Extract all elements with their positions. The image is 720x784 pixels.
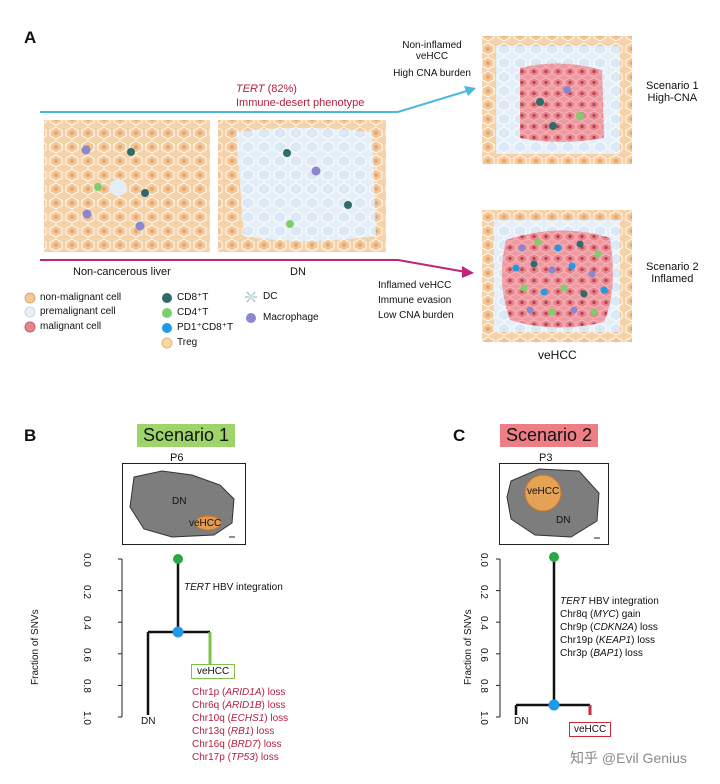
ytick-b-0: 0.0 (81, 553, 92, 567)
cd4-cell (576, 112, 584, 120)
scenario2-badge: Scenario 2 (500, 424, 599, 447)
tert-label: TERT (82%) (236, 83, 297, 95)
event-c-0: Chr8q (MYC) gain (560, 609, 641, 620)
leaf-c-vehcc: veHCC (569, 722, 612, 737)
p6-inset (122, 463, 246, 545)
cd8-cell (536, 98, 544, 106)
arrow-to-scenario2 (40, 259, 467, 273)
macrophage-cell (82, 209, 92, 219)
inset-p6-dn: DN (172, 496, 187, 507)
cd4-cell (286, 220, 294, 228)
ytick-b-5: 1.0 (81, 711, 92, 725)
legend-icons (24, 291, 257, 349)
scenario2-tumor (501, 230, 613, 328)
event-c-2: Chr19p (KEAP1) loss (560, 635, 656, 646)
ytick-c-4: 0.8 (478, 679, 489, 693)
ylabel-b: Fraction of SNVs (30, 609, 41, 685)
losses-b: Chr1p (ARID1A) loss Chr6q (ARID1B) loss … (192, 686, 288, 764)
inflamed-label: Inflamed veHCC Immune evasion Low CNA bu… (378, 280, 454, 321)
ytick-b-4: 0.8 (81, 679, 92, 693)
legend-nonmalignant: non-malignant cell (40, 292, 122, 303)
cd8-cell (549, 122, 557, 130)
cd8-cell (283, 149, 291, 157)
tree-c (496, 552, 592, 718)
label-noncancerous-liver: Non-cancerous liver (73, 266, 171, 278)
panel-a-letter: A (24, 28, 37, 47)
scenario1-badge: Scenario 1 (137, 424, 236, 447)
ytick-c-0: 0.0 (478, 553, 489, 567)
scenario1-label: Scenario 1 High-CNA (646, 80, 699, 104)
events-c: TERT HBV integration Chr8q (MYC) gain Ch… (560, 595, 659, 660)
ytick-c-5: 1.0 (478, 711, 489, 725)
ytick-c-2: 0.4 (478, 616, 489, 630)
event-c-1: Chr9p (CDKN2A) loss (560, 622, 658, 633)
panel-a-illustration (24, 36, 632, 349)
leaf-c-dn: DN (514, 716, 529, 727)
arrow-head-pink (462, 266, 474, 278)
ytick-b-3: 0.6 (81, 648, 92, 662)
event-c-tert: TERT HBV integration (560, 596, 659, 607)
leaf-b-vehcc: veHCC (191, 664, 236, 679)
loss-b-4: Chr16q (BRD7) loss (192, 739, 282, 750)
immune-desert-label: Immune-desert phenotype (236, 97, 365, 109)
ytick-c-1: 0.2 (478, 585, 489, 599)
loss-b-2: Chr10q (ECHS1) loss (192, 713, 289, 724)
dn-premalignant-region (236, 128, 376, 241)
arrow-head-blue (464, 86, 476, 96)
loss-b-5: Chr17p (TP53) loss (192, 752, 279, 763)
cd8-cell (141, 189, 149, 197)
loss-b-3: Chr13q (RB1) loss (192, 726, 275, 737)
cd4-cell (94, 183, 102, 191)
cd8-cell (127, 148, 135, 156)
inset-p3-vehcc: veHCC (527, 486, 560, 497)
inset-p6-vehcc: veHCC (189, 518, 222, 529)
ytick-b-1: 0.2 (81, 585, 92, 599)
legend-macrophage: Macrophage (263, 312, 319, 323)
panel-b-letter: B (24, 426, 37, 445)
arrow-to-scenario1 (40, 89, 471, 113)
legend-cd4: CD4⁺T (177, 307, 209, 318)
panel-c-letter: C (453, 426, 466, 445)
macrophage-cell (311, 166, 321, 176)
patient-p6: P6 (170, 452, 184, 464)
inset-p3-dn: DN (556, 515, 571, 526)
legend-malignant: malignant cell (40, 321, 102, 332)
event-b-tert: TERT HBV integration (184, 582, 283, 593)
macrophage-cell (563, 86, 571, 94)
legend-treg: Treg (177, 337, 198, 348)
cd8-cell (344, 201, 352, 209)
scenario2-immune-infiltrate (512, 238, 608, 316)
ylabel-c: Fraction of SNVs (463, 609, 474, 685)
legend-premalignant: premalignant cell (40, 306, 116, 317)
label-dn: DN (290, 266, 306, 278)
legend-pd1: PD1⁺CD8⁺T (177, 322, 234, 333)
leaf-b-dn: DN (141, 716, 156, 727)
noninflamed-label: Non-inflamed veHCC High CNA burden (393, 40, 471, 79)
p3-inset (499, 463, 609, 545)
label-vehcc: veHCC (538, 348, 577, 362)
loss-b-0: Chr1p (ARID1A) loss (192, 687, 286, 698)
patient-p3: P3 (539, 452, 553, 464)
legend-cd8: CD8⁺T (177, 292, 209, 303)
watermark: 知乎 @Evil Genius (570, 750, 687, 766)
ytick-b-2: 0.4 (81, 616, 92, 630)
liver-premalignant-cell (110, 178, 126, 197)
macrophage-cell (135, 221, 145, 231)
legend-dc: DC (263, 291, 278, 302)
loss-b-1: Chr6q (ARID1B) loss (192, 700, 286, 711)
macrophage-cell (81, 145, 91, 155)
scenario2-label: Scenario 2 Inflamed (646, 261, 699, 285)
event-c-3: Chr3p (BAP1) loss (560, 648, 643, 659)
tree-b (118, 554, 212, 718)
ytick-c-3: 0.6 (478, 648, 489, 662)
liver-tissue (44, 120, 210, 252)
scenario1-tumor (520, 63, 604, 142)
